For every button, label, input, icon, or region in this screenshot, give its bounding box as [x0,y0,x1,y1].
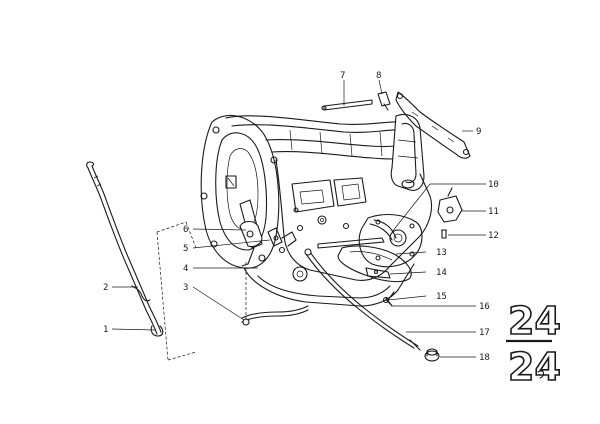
callout-7: 7 [340,71,345,81]
gasket-bracket [365,267,391,279]
dipstick-group-bracket [156,221,197,361]
cover-plate [337,245,412,283]
control-lever-shaft [317,219,397,249]
callout-5: 5 [183,244,188,254]
top-clip [377,91,391,111]
callout-6: 6 [183,225,188,235]
callout-4: 4 [183,264,188,274]
group-code-bottom: 24 [508,345,561,389]
callout-17: 17 [479,328,490,338]
kickdown-cable [304,248,421,351]
callout-labels: 1 2 3 4 5 6 7 8 9 10 11 12 13 14 15 16 1… [103,71,499,363]
small-bolt [441,229,447,239]
callout-1: 1 [103,325,108,335]
group-code-block: 24 24 [506,298,562,390]
callout-13: 13 [436,248,447,258]
top-rod [321,99,373,111]
selector-rod [241,260,309,326]
callout-16: 16 [479,302,490,312]
leader-lines [111,79,486,358]
callout-8: 8 [376,71,381,81]
group-code-top: 24 [508,299,561,343]
callout-2: 2 [103,283,108,293]
group-code-curl [537,370,545,379]
callout-14: 14 [436,268,447,278]
bracket-plate [437,187,463,223]
callout-3: 3 [183,283,188,293]
transmission-housing [200,113,433,307]
callout-10: 10 [488,180,499,190]
callout-15: 15 [436,292,447,302]
selector-lever-assembly [239,199,297,267]
callout-18: 18 [479,353,490,363]
drain-plug [424,348,440,362]
bracket-strap [395,91,471,159]
callout-9: 9 [476,127,481,137]
callout-12: 12 [488,231,499,241]
dipstick-tube [86,161,164,337]
callout-11: 11 [488,207,499,217]
